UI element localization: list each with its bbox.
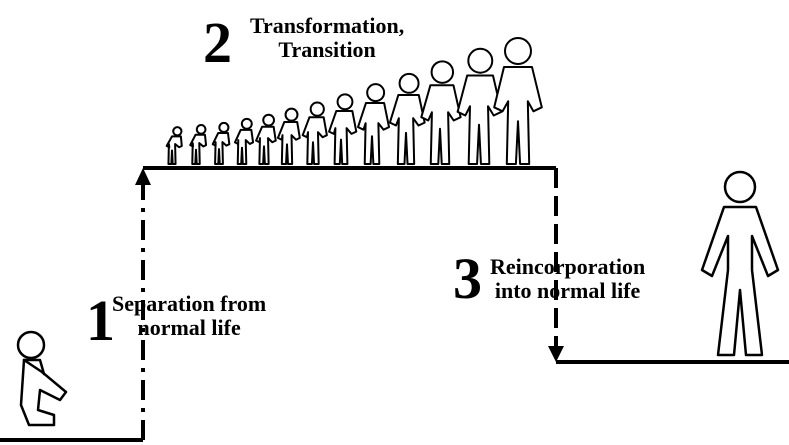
stage-3-label-line2: into normal life xyxy=(494,278,641,304)
rising-person-icon xyxy=(276,107,301,165)
standing-person-icon xyxy=(700,170,780,357)
stage-1-label: Separation from normal life xyxy=(112,291,267,341)
rising-person-icon xyxy=(456,47,503,165)
stage-2-label: Transformation, Transition xyxy=(250,13,405,63)
stage-1-label-line1: Separation from xyxy=(112,291,267,316)
down-arrow xyxy=(548,168,564,362)
stage-1-label-line2: normal life xyxy=(137,315,241,341)
rising-figures xyxy=(165,37,543,165)
stage-2-label-line2: Transition xyxy=(278,37,376,63)
rising-person-icon xyxy=(388,72,426,165)
stage-2-number: 2 xyxy=(203,10,232,75)
rising-person-icon xyxy=(493,37,543,165)
up-arrow xyxy=(135,168,151,440)
rising-person-icon xyxy=(255,113,277,165)
rising-person-icon xyxy=(165,126,183,165)
rising-person-icon xyxy=(189,124,208,165)
stage-1-number: 1 xyxy=(86,288,115,353)
rising-person-icon xyxy=(357,83,391,165)
rising-person-icon xyxy=(301,101,328,165)
stage-3-label-line1: Reincorporation xyxy=(490,254,646,279)
rising-person-icon xyxy=(233,117,255,165)
rising-person-icon xyxy=(328,93,358,165)
stage-3-number: 3 xyxy=(453,246,482,311)
rising-person-icon xyxy=(211,121,231,165)
sitting-person-icon xyxy=(16,330,68,427)
stage-3-label: Reincorporation into normal life xyxy=(490,254,646,304)
rising-person-icon xyxy=(420,60,462,165)
stage-2-label-line1: Transformation, xyxy=(250,13,405,38)
